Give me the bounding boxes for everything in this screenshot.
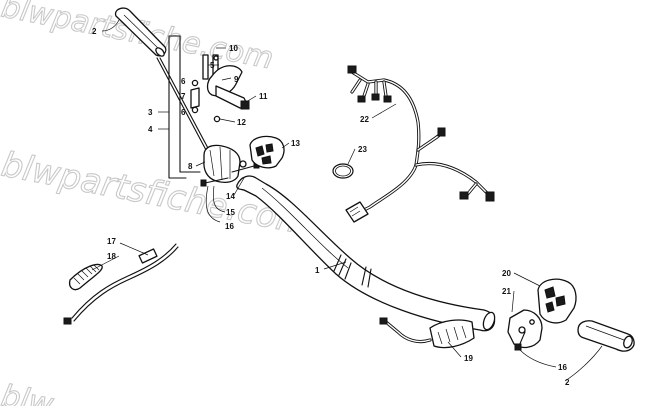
callout-16-right: 16 bbox=[558, 363, 567, 372]
callout-14: 14 bbox=[226, 192, 235, 201]
throttle-cable bbox=[63, 243, 179, 325]
callout-8: 8 bbox=[188, 162, 193, 171]
callout-15: 15 bbox=[226, 208, 235, 217]
right-switch-bracket bbox=[507, 309, 543, 349]
callout-20: 20 bbox=[502, 269, 511, 278]
callout-22: 22 bbox=[360, 115, 369, 124]
callout-2-left-grip: 2 bbox=[92, 27, 97, 36]
callout-4: 4 bbox=[148, 125, 153, 134]
callout-2-right-grip: 2 bbox=[565, 378, 570, 387]
grip-heater-element bbox=[379, 317, 475, 349]
handlebar-tube bbox=[236, 175, 496, 332]
callout-1: 1 bbox=[315, 266, 320, 275]
retaining-ring bbox=[332, 163, 354, 179]
throttle-bracket-frame bbox=[156, 35, 210, 179]
callout-19: 19 bbox=[464, 354, 473, 363]
watermark-text-bottom: blw bbox=[0, 378, 57, 406]
callout-17: 17 bbox=[107, 237, 116, 246]
left-switch-housing bbox=[249, 135, 285, 169]
callout-3: 3 bbox=[148, 108, 153, 117]
callout-12: 12 bbox=[237, 118, 246, 127]
callout-7: 7 bbox=[181, 92, 186, 101]
callout-11: 11 bbox=[259, 92, 268, 101]
leader-lines bbox=[91, 19, 603, 382]
callout-labels: 2 10 5 9 6 7 11 3 6 12 4 13 8 14 15 16 2… bbox=[92, 27, 570, 387]
wiring-harness bbox=[345, 65, 495, 223]
right-switch-housing bbox=[537, 278, 577, 324]
right-handlebar-grip bbox=[577, 320, 635, 352]
callout-21: 21 bbox=[502, 287, 511, 296]
callout-16-left: 16 bbox=[225, 222, 234, 231]
callout-23: 23 bbox=[358, 145, 367, 154]
callout-6-lower: 6 bbox=[181, 108, 186, 117]
throttle-housing bbox=[203, 144, 247, 183]
callout-6-upper: 6 bbox=[181, 77, 186, 86]
callout-9: 9 bbox=[234, 75, 239, 84]
throttle-lever-assembly bbox=[190, 54, 250, 123]
callout-10: 10 bbox=[229, 44, 238, 53]
callout-5: 5 bbox=[210, 61, 215, 70]
callout-18: 18 bbox=[107, 252, 116, 261]
left-handlebar-grip bbox=[114, 7, 167, 57]
right-bracket-screw bbox=[514, 331, 526, 351]
callout-13: 13 bbox=[291, 139, 300, 148]
